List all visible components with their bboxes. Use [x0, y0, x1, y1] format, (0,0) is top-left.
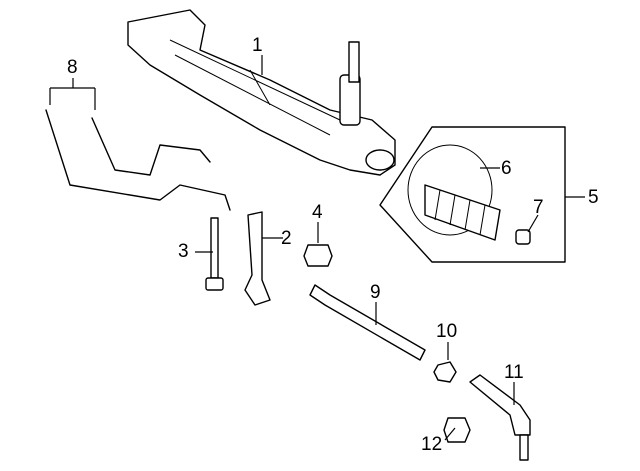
callout-10: 10: [436, 321, 458, 342]
callout-2: 2: [281, 228, 292, 249]
callout-9: 9: [370, 282, 381, 303]
callout-4: 4: [312, 202, 323, 223]
callout-3: 3: [178, 241, 189, 262]
castle-nut: [443, 417, 471, 443]
callout-11: 11: [504, 362, 524, 383]
bolt: [205, 217, 224, 291]
callout-5: 5: [588, 187, 599, 208]
boot: [407, 144, 531, 245]
callout-8: 8: [67, 57, 78, 78]
callout-1: 1: [252, 35, 263, 56]
callout-6: 6: [501, 158, 512, 179]
pressure-lines: [45, 109, 231, 211]
boot-kit-box: [379, 126, 566, 263]
nut: [303, 244, 333, 267]
callout-12: 12: [421, 434, 443, 455]
outer-tie-rod-end: [469, 374, 531, 436]
bracket: [244, 211, 271, 306]
callout-7: 7: [533, 197, 544, 218]
inner-tie-rod: [309, 284, 426, 361]
leader-lines: [49, 55, 585, 441]
jam-nut: [433, 361, 457, 383]
steering-rack-gear: [127, 9, 396, 176]
